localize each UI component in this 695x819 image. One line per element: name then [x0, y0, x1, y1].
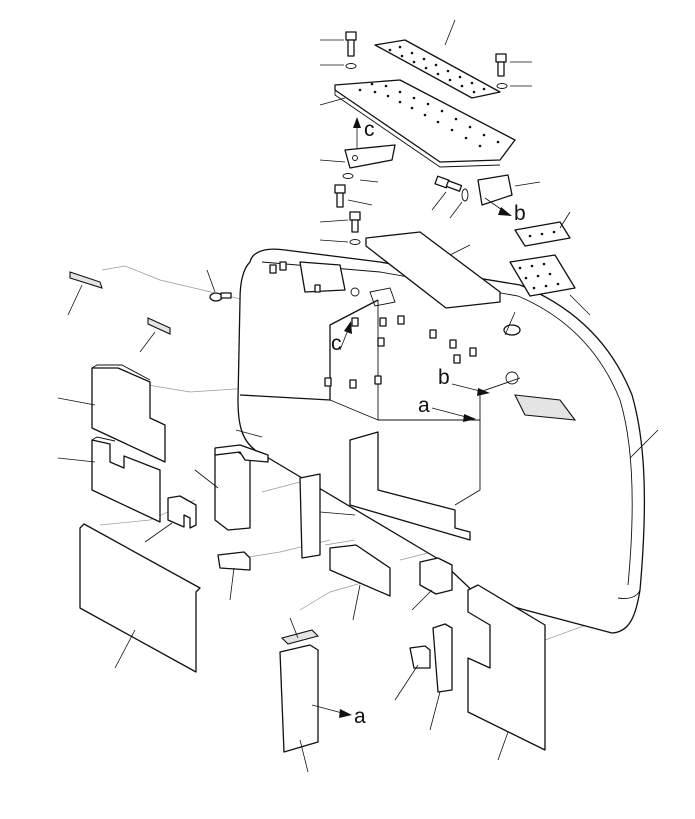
callout-b-main: b [514, 202, 526, 225]
callout-a-main: a [418, 394, 430, 417]
insulation-large-left [79, 523, 201, 673]
insulation-bottom-center [279, 629, 320, 753]
rear-cover-body [237, 248, 646, 634]
insulation-strips-small [69, 271, 171, 335]
bolt-top-left [345, 31, 357, 69]
callout-arrows [311, 117, 512, 718]
insulation-lower-left [91, 436, 161, 523]
long-foam-pad [365, 231, 501, 309]
leader-lines [57, 19, 659, 773]
upper-perforated-strip [374, 39, 501, 99]
front-lower-plate [349, 431, 471, 541]
side-bolt [209, 292, 232, 302]
rubber-cap [503, 324, 521, 336]
callout-b-side: b [438, 366, 450, 389]
insulation-upper-left [91, 364, 166, 463]
small-perforated-plates [509, 221, 576, 297]
callout-a-side: a [354, 705, 366, 728]
callout-c-main: c [364, 118, 375, 141]
bolt-top-right [495, 53, 508, 89]
insulation-center-pads [214, 444, 453, 693]
insulation-right-large [467, 584, 546, 751]
callout-labels: c b c b a a [331, 118, 526, 728]
callout-c-side: c [331, 332, 342, 355]
plate-holes [358, 45, 500, 148]
bracket-c [342, 144, 396, 179]
insulation-l-block [167, 495, 197, 529]
bolt-middle [334, 184, 361, 245]
bolt-right-bracket [434, 174, 513, 206]
top-perforated-plate [334, 79, 516, 168]
